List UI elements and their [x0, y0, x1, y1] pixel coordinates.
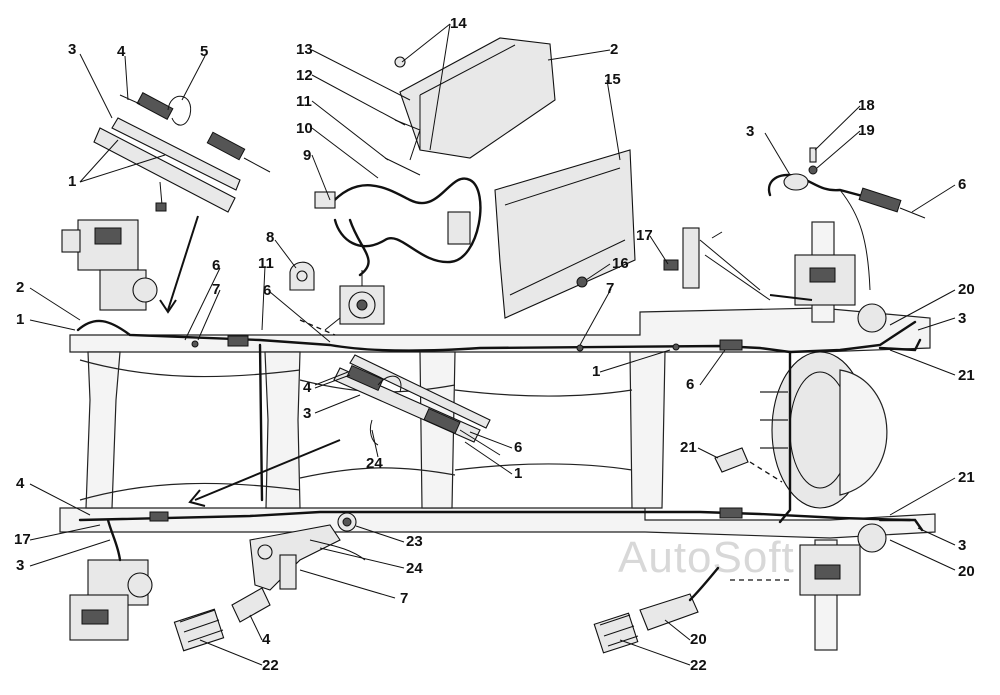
callout-17: 17: [636, 227, 653, 244]
rear-lower-brake-assembly: [799, 523, 887, 596]
callout-20: 20: [958, 563, 975, 580]
callout-4: 4: [117, 43, 126, 60]
callout-3: 3: [68, 41, 76, 58]
callout-10: 10: [296, 120, 313, 137]
callout-4: 4: [16, 475, 25, 492]
front-lower-brake-assembly: [69, 559, 153, 641]
detail-center-heater-assembly: [314, 37, 636, 319]
callout-6: 6: [263, 282, 271, 299]
callout-1: 1: [514, 465, 522, 482]
callout-9: 9: [303, 147, 311, 164]
callout-numbers: 3 4 5 1 2 1 6 7 11 6 8 13 12 11 10 9 14 …: [14, 15, 975, 674]
callout-24: 24: [406, 560, 423, 577]
callout-20: 20: [690, 631, 707, 648]
detail-center-lower-harness: [314, 354, 501, 456]
rear-upper-brake-assembly: [794, 254, 887, 333]
callout-1: 1: [16, 311, 24, 328]
reference-arrows: [159, 215, 813, 581]
callout-17: 17: [14, 531, 31, 548]
callout-3: 3: [746, 123, 754, 140]
detail-upper-left-sensor-harness: [93, 92, 271, 213]
callout-7: 7: [400, 590, 408, 607]
callout-6: 6: [514, 439, 522, 456]
callout-22: 22: [690, 657, 707, 674]
callout-1: 1: [592, 363, 600, 380]
callout-2: 2: [16, 279, 24, 296]
callout-3: 3: [303, 405, 311, 422]
front-upper-brake-assembly: [61, 219, 158, 311]
callout-7: 7: [606, 280, 614, 297]
callout-8: 8: [266, 229, 274, 246]
vehicle-frame: [59, 219, 936, 651]
callout-4: 4: [303, 379, 312, 396]
callout-24: 24: [366, 455, 383, 472]
callout-11: 11: [296, 93, 312, 110]
callout-22: 22: [262, 657, 279, 674]
detail-lower-center-sensor: [173, 512, 366, 652]
callout-21: 21: [958, 367, 975, 384]
throttle-body-valve: [324, 270, 385, 331]
callout-7: 7: [212, 281, 220, 298]
detail-upper-right-sensor: [767, 147, 926, 291]
clip-part-8: [289, 261, 315, 291]
callout-13: 13: [296, 41, 313, 58]
callout-2: 2: [610, 41, 618, 58]
callout-3: 3: [958, 310, 966, 327]
leader-lines: [29, 23, 956, 666]
callout-20: 20: [958, 281, 975, 298]
callout-3: 3: [16, 557, 24, 574]
callout-14: 14: [450, 15, 467, 32]
wiring-harness: [76, 319, 924, 562]
bracket-part-17-upper: [663, 227, 771, 301]
callout-12: 12: [296, 67, 313, 84]
callout-21: 21: [680, 439, 697, 456]
callout-16: 16: [612, 255, 629, 272]
watermark-text: AutoSoft: [618, 533, 795, 582]
callout-6: 6: [686, 376, 694, 393]
callout-18: 18: [858, 97, 875, 114]
clip-part-21: [714, 447, 749, 473]
callout-1: 1: [68, 173, 76, 190]
callout-11: 11: [258, 255, 274, 272]
callout-6: 6: [212, 257, 220, 274]
bolt-part-16: [576, 276, 588, 288]
callout-5: 5: [200, 43, 208, 60]
callout-19: 19: [858, 122, 875, 139]
callout-21: 21: [958, 469, 975, 486]
callout-3: 3: [958, 537, 966, 554]
callout-4: 4: [262, 631, 271, 648]
callout-23: 23: [406, 533, 423, 550]
callout-15: 15: [604, 71, 621, 88]
callout-6: 6: [958, 176, 966, 193]
